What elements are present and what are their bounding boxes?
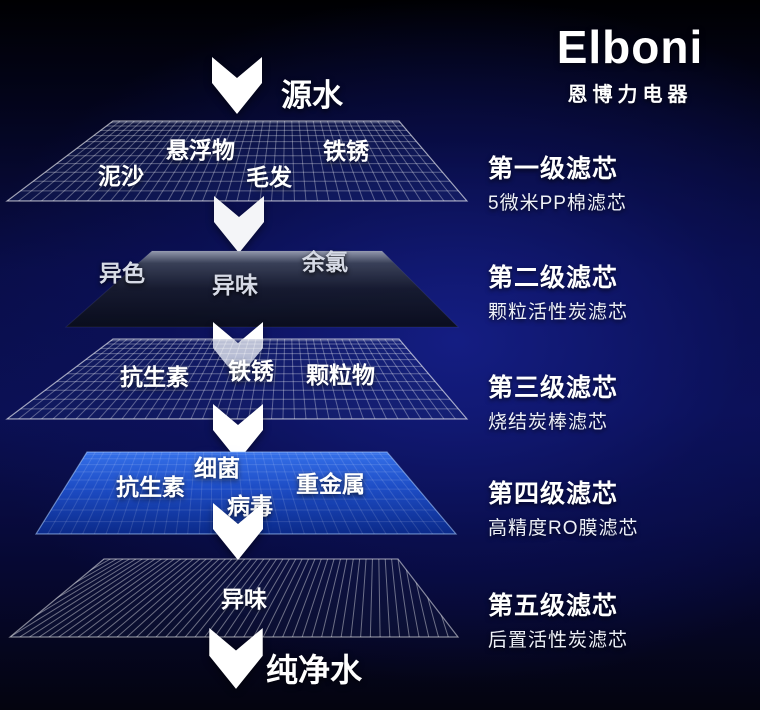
stage-3-text: 第三级滤芯 烧结炭棒滤芯 — [488, 368, 618, 434]
contaminant-label: 毛发 — [246, 164, 292, 190]
filter-mesh-layer-3 — [5, 338, 469, 420]
stage-3-subtitle: 烧结炭棒滤芯 — [488, 412, 609, 433]
stage-3-title: 第三级滤芯 — [488, 374, 619, 402]
source-water-label: 源水 — [281, 78, 343, 113]
brand-name: Elboni — [556, 21, 704, 73]
brand-logo: Elboni 恩博力电器 — [540, 24, 720, 107]
down-arrow-icon — [213, 503, 263, 560]
contaminant-label: 异味 — [221, 586, 267, 612]
stage-4-title: 第四级滤芯 — [488, 480, 619, 508]
down-arrow-icon — [213, 322, 263, 379]
contaminant-label: 异色 — [99, 260, 145, 286]
filter-dark-layer-2 — [64, 250, 460, 328]
stage-5-title: 第五级滤芯 — [488, 592, 619, 620]
stage-5-text: 第五级滤芯 后置活性炭滤芯 — [488, 586, 628, 652]
contaminant-label: 泥沙 — [98, 163, 144, 189]
contaminant-label: 细菌 — [194, 455, 240, 481]
purified-water-label: 纯净水 — [266, 652, 363, 688]
stage-1-text: 第一级滤芯 5微米PP棉滤芯 — [488, 149, 627, 215]
down-arrow-icon — [214, 196, 264, 253]
contaminant-label: 抗生素 — [116, 474, 185, 500]
down-arrow-icon — [209, 628, 263, 689]
filter-stripe-layer-5 — [8, 558, 460, 638]
down-arrow-icon — [212, 57, 262, 114]
stage-5-subtitle: 后置活性炭滤芯 — [488, 630, 629, 651]
stage-4-subtitle: 高精度RO膜滤芯 — [488, 518, 639, 539]
contaminant-label: 重金属 — [296, 471, 365, 497]
down-arrow-icon — [213, 404, 263, 461]
contaminant-label: 异味 — [212, 272, 258, 298]
brand-company-name: 恩博力电器 — [567, 84, 693, 106]
contaminant-label: 铁锈 — [323, 138, 369, 164]
stage-2-text: 第二级滤芯 颗粒活性炭滤芯 — [488, 258, 628, 324]
contaminant-label: 抗生素 — [120, 364, 189, 390]
stage-4-text: 第四级滤芯 高精度RO膜滤芯 — [488, 474, 639, 540]
stage-1-title: 第一级滤芯 — [488, 155, 619, 183]
filter-mesh-layer-1 — [5, 120, 469, 202]
contaminant-label: 悬浮物 — [166, 137, 235, 163]
contaminant-label: 余氯 — [302, 249, 348, 275]
contaminant-label: 铁锈 — [228, 358, 274, 384]
filter-ro-layer-4 — [34, 451, 458, 535]
stage-2-subtitle: 颗粒活性炭滤芯 — [488, 302, 629, 323]
stage-2-title: 第二级滤芯 — [488, 264, 619, 292]
contaminant-label: 颗粒物 — [306, 362, 375, 388]
stage-1-subtitle: 5微米PP棉滤芯 — [488, 193, 627, 214]
